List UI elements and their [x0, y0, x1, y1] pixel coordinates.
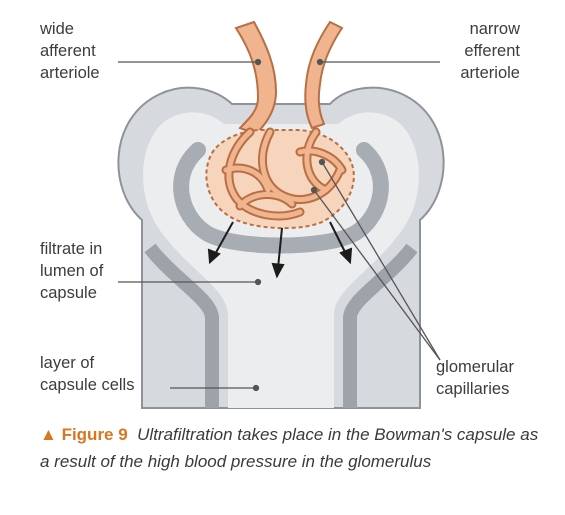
glomerular-leader-1 [321, 161, 441, 361]
afferent-label-line-2: afferent [40, 42, 96, 60]
arrow-middle [277, 227, 283, 269]
efferent-label-line-3: arteriole [460, 64, 520, 82]
layer-label-line-1: layer of [40, 354, 95, 372]
arrow-left [213, 221, 234, 257]
efferent-label: narrow efferent arteriole [430, 18, 520, 84]
triangle-icon: ▲ [40, 425, 57, 444]
filtrate-label-line-1: filtrate in [40, 240, 103, 258]
filtrate-label: filtrate in lumen of capsule [40, 238, 103, 304]
figure-caption: ▲ Figure 9 Ultrafiltration takes place i… [40, 421, 540, 475]
capillary-loops-fill [223, 129, 345, 219]
filtrate-label-line-2: lumen of [40, 262, 104, 280]
leader-lines [118, 58, 441, 392]
layer-label: layer of capsule cells [40, 352, 134, 396]
glomerular-label-line-1: glomerular [436, 358, 514, 376]
efferent-label-line-2: efferent [464, 42, 520, 60]
glomerular-label-line-2: capillaries [436, 380, 510, 398]
filtration-arrows [207, 221, 353, 279]
layer-label-line-2: capsule cells [40, 376, 135, 394]
figure-number: Figure 9 [61, 425, 128, 444]
glomerular-label: glomerular capillaries [436, 356, 514, 400]
glomerular-leader-2 [313, 189, 441, 361]
afferent-label: wide afferent arteriole [40, 18, 100, 84]
filtrate-label-line-3: capsule [40, 284, 97, 302]
efferent-arteriole [304, 20, 344, 130]
efferent-label-line-1: narrow [469, 20, 520, 38]
glomerulus [205, 20, 355, 230]
arrow-right [329, 221, 347, 255]
capsule-inner-layer [144, 243, 418, 408]
afferent-label-line-1: wide [40, 20, 74, 38]
caption-text: Ultrafiltration takes place in the Bowma… [40, 425, 539, 471]
afferent-label-line-3: arteriole [40, 64, 100, 82]
